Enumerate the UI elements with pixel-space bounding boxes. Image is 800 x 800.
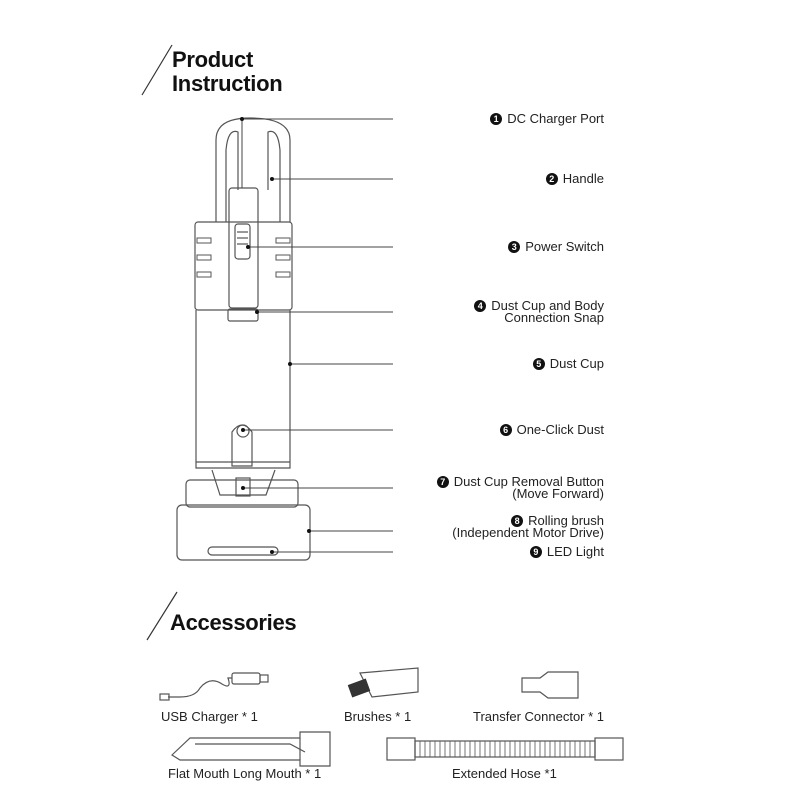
part-label-led-light: 9 LED Light bbox=[529, 544, 604, 559]
part-number: 3 bbox=[508, 241, 521, 253]
part-label-power-switch: 3 Power Switch bbox=[508, 239, 604, 254]
part-text: Dust Cup and Body bbox=[491, 298, 604, 313]
leader-lines bbox=[241, 118, 393, 553]
flat-mouth-icon bbox=[171, 731, 331, 767]
title-line1: Product bbox=[172, 47, 254, 72]
header-slash bbox=[141, 44, 173, 96]
part-number: 9 bbox=[529, 546, 542, 558]
part-label-handle: 2 Handle bbox=[545, 171, 604, 186]
part-label-rolling-brush: 8 Rolling brush(Independent Motor Drive) bbox=[452, 513, 604, 540]
part-text: DC Charger Port bbox=[507, 111, 604, 126]
title-line2: Instruction bbox=[172, 71, 283, 96]
part-number: 6 bbox=[499, 424, 512, 436]
part-text: Power Switch bbox=[525, 239, 604, 254]
part-number: 1 bbox=[490, 113, 503, 125]
transfer-connector-icon bbox=[521, 671, 579, 699]
extended-hose-icon bbox=[386, 737, 624, 761]
part-number: 4 bbox=[474, 300, 487, 312]
part-text: Rolling brush bbox=[528, 513, 604, 528]
accessory-label-brushes: Brushes * 1 bbox=[344, 709, 412, 724]
part-number: 7 bbox=[436, 476, 449, 488]
part-text-2: Connection Snap bbox=[504, 310, 604, 325]
part-number: 5 bbox=[532, 358, 545, 370]
part-text: Handle bbox=[562, 171, 604, 186]
accessory-label-usb-charger: USB Charger * 1 bbox=[161, 709, 258, 724]
part-label-one-click-dust: 6 One-Click Dust bbox=[499, 422, 604, 437]
part-text-2: (Move Forward) bbox=[512, 486, 604, 501]
header-slash bbox=[146, 591, 178, 641]
part-number: 8 bbox=[511, 515, 524, 527]
part-label-removal-button: 7 Dust Cup Removal Button(Move Forward) bbox=[436, 474, 604, 501]
accessories-title: Accessories bbox=[170, 610, 297, 635]
accessory-label-flat-mouth: Flat Mouth Long Mouth * 1 bbox=[168, 766, 322, 781]
part-text: One-Click Dust bbox=[516, 422, 604, 437]
accessory-label-extended-hose: Extended Hose *1 bbox=[452, 766, 557, 781]
usb-charger-icon bbox=[159, 672, 269, 701]
vacuum-illustration bbox=[176, 117, 311, 561]
part-number: 2 bbox=[545, 173, 558, 185]
part-text: LED Light bbox=[546, 544, 604, 559]
brushes-icon bbox=[347, 667, 419, 698]
accessory-label-transfer-connector: Transfer Connector * 1 bbox=[473, 709, 605, 724]
product-title: Product Instruction bbox=[172, 47, 283, 96]
part-text-2: (Independent Motor Drive) bbox=[452, 525, 604, 540]
part-text: Dust Cup bbox=[549, 356, 604, 371]
part-label-dc-charger-port: 1 DC Charger Port bbox=[490, 111, 604, 126]
part-label-dust-cup: 5 Dust Cup bbox=[532, 356, 604, 371]
part-text: Dust Cup Removal Button bbox=[453, 474, 604, 489]
